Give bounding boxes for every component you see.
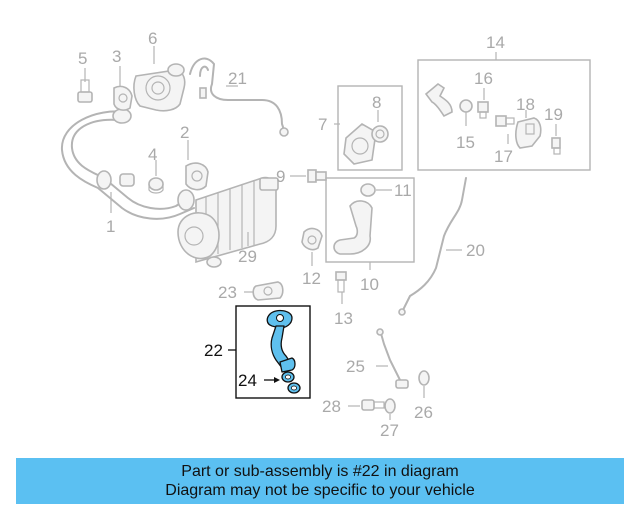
callout-25: 25 bbox=[346, 357, 365, 376]
callout-5: 5 bbox=[78, 49, 87, 68]
callout-17: 17 bbox=[494, 147, 513, 166]
callout-11: 11 bbox=[394, 181, 412, 200]
bolt-part-9 bbox=[307, 169, 327, 183]
grommet-part-26 bbox=[418, 370, 430, 386]
egr-valve-part-6 bbox=[133, 63, 186, 112]
callout-10: 10 bbox=[360, 275, 379, 294]
bolt-part-13 bbox=[335, 271, 347, 293]
banner-line-1: Part or sub-assembly is #22 in diagram bbox=[181, 463, 459, 480]
housing-part-7 bbox=[343, 123, 377, 165]
egr-cooler-part-29 bbox=[177, 176, 279, 268]
bolt-part-5 bbox=[77, 79, 93, 103]
callout-23: 23 bbox=[218, 283, 237, 302]
plug-part-15 bbox=[459, 99, 473, 113]
callout-2: 2 bbox=[180, 123, 189, 142]
sensor-part-16 bbox=[477, 101, 489, 119]
bracket-part-25 bbox=[376, 328, 409, 389]
callout-1: 1 bbox=[106, 217, 115, 236]
callout-22: 22 bbox=[204, 341, 223, 360]
seal-part-8 bbox=[371, 125, 389, 143]
gasket-part-3 bbox=[113, 85, 133, 111]
plug-part-4 bbox=[148, 177, 164, 194]
callout-20: 20 bbox=[466, 241, 485, 260]
info-banner: Part or sub-assembly is #22 in diagram D… bbox=[16, 458, 624, 504]
callout-13: 13 bbox=[334, 309, 353, 328]
callout-7: 7 bbox=[318, 115, 327, 134]
callout-21: 21 bbox=[228, 69, 247, 88]
callout-28: 28 bbox=[322, 397, 341, 416]
hose-part-14 bbox=[424, 83, 453, 118]
gasket-part-12 bbox=[301, 227, 323, 251]
bolt-part-28 bbox=[361, 399, 385, 411]
gasket-part-2 bbox=[185, 162, 209, 191]
tube-part-21 bbox=[189, 57, 289, 137]
callout-6: 6 bbox=[148, 29, 157, 48]
washer-part-27 bbox=[384, 398, 396, 414]
bolt-part-17 bbox=[495, 115, 515, 127]
banner-line-2: Diagram may not be specific to your vehi… bbox=[165, 482, 475, 499]
part-7-box bbox=[337, 85, 403, 171]
gasket-part-24 bbox=[281, 371, 301, 394]
callout-8: 8 bbox=[372, 93, 381, 112]
callout-9: 9 bbox=[276, 167, 285, 186]
callout-29: 29 bbox=[238, 247, 257, 266]
line-part-20 bbox=[398, 177, 467, 316]
callout-3: 3 bbox=[112, 47, 121, 66]
callout-12: 12 bbox=[302, 269, 321, 288]
egr-pipe-part-1 bbox=[60, 108, 195, 220]
gasket-part-23 bbox=[252, 281, 284, 301]
callout-4: 4 bbox=[148, 145, 157, 164]
pipe-part-10 bbox=[333, 200, 373, 255]
egr-tube-part-22 bbox=[266, 309, 296, 373]
callout-19: 19 bbox=[544, 105, 563, 124]
part-14-box bbox=[417, 59, 591, 171]
callout-24: 24 bbox=[238, 371, 257, 390]
sensor-part-18 bbox=[515, 117, 542, 149]
callout-14: 14 bbox=[486, 33, 505, 52]
plug-part-11 bbox=[360, 183, 376, 197]
bolt-part-19 bbox=[551, 137, 561, 155]
callout-15: 15 bbox=[456, 133, 475, 152]
callout-16: 16 bbox=[474, 69, 493, 88]
callout-26: 26 bbox=[414, 403, 433, 422]
callout-27: 27 bbox=[380, 421, 399, 440]
callout-18: 18 bbox=[516, 95, 535, 114]
